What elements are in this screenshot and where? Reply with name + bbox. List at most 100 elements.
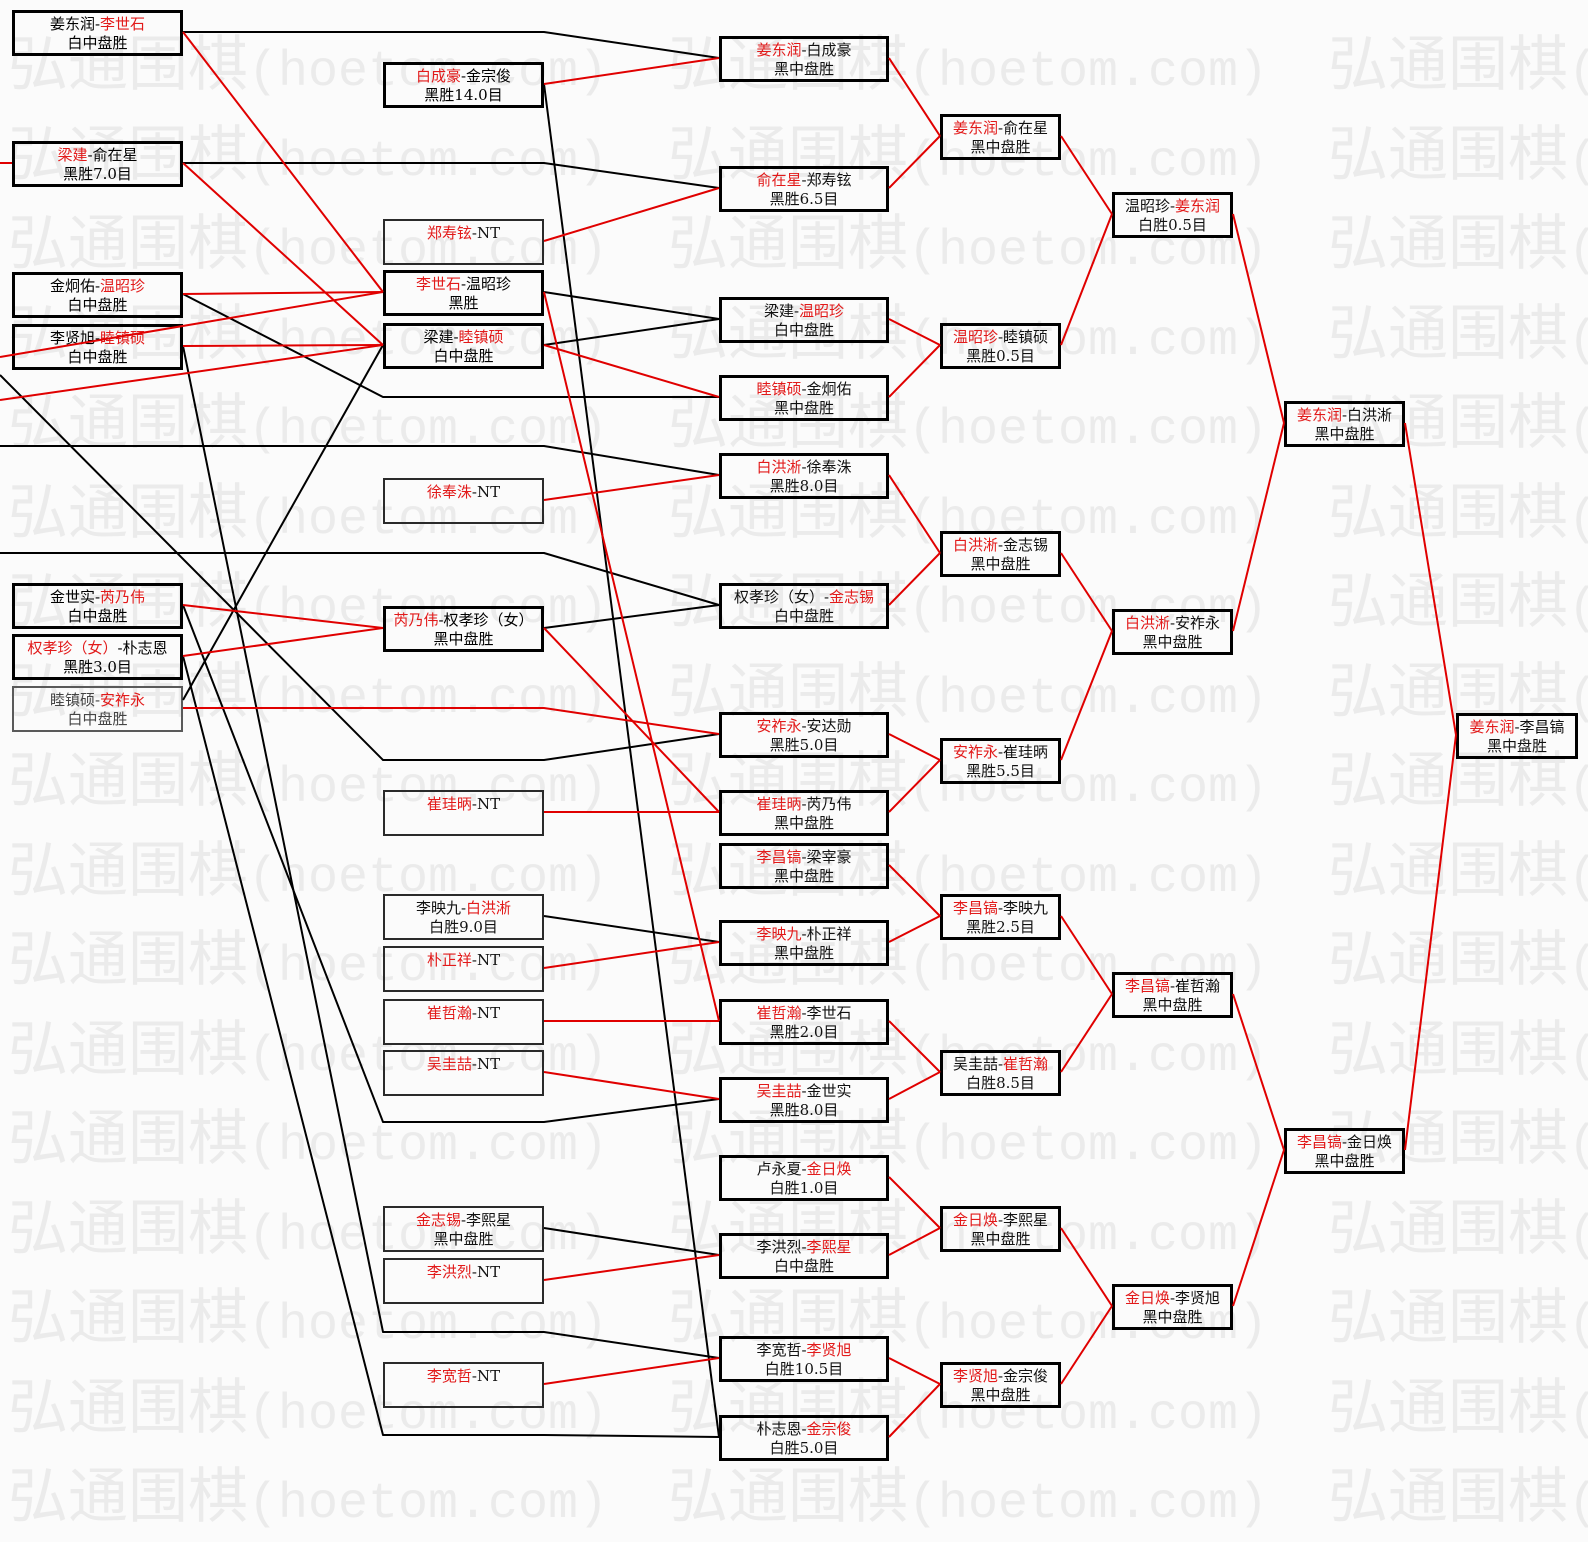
match-result: 白胜10.5目 [764, 1360, 844, 1378]
match-players: 金日焕-李贤旭 [1115, 1289, 1230, 1308]
player-name: 白洪淅 [952, 536, 998, 554]
match-box: 李昌镐-李映九黑胜2.5目 [940, 894, 1061, 940]
player-separator: - [801, 1238, 807, 1256]
player-name: 金志锡 [1003, 536, 1049, 554]
match-result: 黑中盘胜 [773, 944, 834, 962]
match-result: 白胜8.5目 [966, 1074, 1035, 1092]
match-players: 李贤旭-金宗俊 [943, 1367, 1058, 1386]
player-name: 俞在星 [1003, 119, 1049, 137]
watermark-text: 弘通围棋(hoetom.com) [8, 1467, 608, 1542]
player-name: 李映九 [756, 925, 802, 943]
player-name: 安达勋 [806, 717, 852, 735]
match-players: 白成豪-金宗俊 [386, 67, 541, 86]
match-box: 朴正祥-NT [383, 946, 544, 992]
player-name: NT [476, 1367, 501, 1385]
player-separator: - [997, 328, 1004, 346]
player-name: 李世石 [415, 275, 461, 293]
player-name: NT [476, 1055, 501, 1073]
match-box: 崔哲瀚-NT [383, 999, 544, 1045]
player-name: NT [476, 1263, 501, 1281]
player-name: 权孝珍（女） [443, 611, 534, 629]
player-separator: - [801, 1004, 807, 1022]
player-name: 梁建 [423, 328, 454, 346]
player-separator: - [1514, 718, 1520, 736]
player-name: 李熙星 [466, 1211, 512, 1229]
player-name: 李贤旭 [806, 1341, 852, 1359]
match-result: 白胜9.0目 [429, 918, 498, 936]
match-result: 白胜5.0目 [769, 1439, 839, 1457]
player-name: 姜东润 [952, 119, 998, 137]
match-players: 温昭珍-姜东润 [1115, 197, 1230, 216]
match-result: 黑中盘胜 [970, 555, 1031, 573]
player-name: 睦镇硕 [1003, 328, 1049, 346]
match-result: 黑中盘胜 [970, 1386, 1031, 1404]
match-players: 李映九-朴正祥 [722, 925, 886, 944]
player-name: 金炯佑 [49, 277, 95, 295]
match-players: 白洪淅-徐奉洙 [722, 458, 886, 477]
player-name: 安祚永 [756, 717, 802, 735]
match-box: 李映九-白洪淅白胜9.0目 [383, 894, 544, 940]
match-box: 李昌镐-崔哲瀚黑中盘胜 [1112, 972, 1233, 1018]
player-name: 俞在星 [756, 171, 802, 189]
player-name: 李贤旭 [49, 329, 95, 347]
match-players: 李世石-温昭珍 [386, 275, 541, 294]
player-name: 李贤旭 [1175, 1289, 1221, 1307]
match-players: 安祚永-崔珪昞 [943, 743, 1058, 762]
player-name: 李昌镐 [952, 899, 998, 917]
match-box: 白洪淅-徐奉洙黑胜8.0目 [719, 453, 889, 499]
match-result: 黑中盘胜 [773, 814, 834, 832]
match-result: 黑中盘胜 [433, 1230, 494, 1248]
player-name: 郑寿铉 [806, 171, 852, 189]
match-players: 姜东润-李昌镐 [1459, 718, 1575, 737]
match-result: 白中盘胜 [433, 347, 494, 365]
match-result: 黑胜2.0目 [769, 1023, 839, 1041]
match-box: 李昌镐-梁宰豪黑中盘胜 [719, 843, 889, 889]
player-separator: - [801, 717, 807, 735]
player-name: 权孝珍（女） [733, 588, 824, 606]
player-name: 安祚永 [1175, 614, 1221, 632]
match-result: 白中盘胜 [67, 348, 128, 366]
player-name: 睦镇硕 [756, 380, 802, 398]
player-name: 朴志恩 [122, 639, 168, 657]
match-result [385, 1074, 542, 1093]
player-separator: - [997, 1055, 1004, 1073]
player-name: 金志锡 [829, 588, 875, 606]
match-players: 李昌镐-李映九 [943, 899, 1058, 918]
player-separator: - [801, 380, 807, 398]
match-box: 吴圭喆-金世实黑胜8.0目 [719, 1077, 889, 1123]
match-box: 金炯佑-温昭珍白中盘胜 [12, 272, 183, 318]
match-box: 芮乃伟-权孝珍（女）黑中盘胜 [383, 606, 544, 652]
match-result: 白中盘胜 [67, 710, 128, 728]
player-name: 芮乃伟 [393, 611, 439, 629]
player-name: 崔珪昞 [426, 795, 472, 813]
match-result: 黑中盘胜 [773, 60, 834, 78]
match-box: 徐奉洙-NT [383, 478, 544, 524]
player-name: 崔珪昞 [756, 795, 802, 813]
player-name: 崔哲瀚 [756, 1004, 802, 1022]
match-box: 李昌镐-金日焕黑中盘胜 [1284, 1128, 1405, 1174]
player-name: 金宗俊 [1003, 1367, 1049, 1385]
match-box: 权孝珍（女）-朴志恩黑胜3.0目 [12, 634, 183, 680]
player-name: 李昌镐 [1124, 977, 1170, 995]
player-name: NT [476, 951, 501, 969]
player-name: 李洪烈 [756, 1238, 802, 1256]
match-result: 黑胜6.5目 [769, 190, 839, 208]
match-result: 黑胜0.5目 [966, 347, 1035, 365]
match-result: 黑胜2.5目 [966, 918, 1035, 936]
match-result: 白中盘胜 [67, 296, 128, 314]
match-box: 卢永夏-金日焕白胜1.0目 [719, 1155, 889, 1201]
player-separator: - [801, 925, 807, 943]
player-name: 金志锡 [415, 1211, 461, 1229]
match-box: 睦镇硕-安祚永白中盘胜 [12, 686, 183, 732]
player-name: 金日焕 [1124, 1289, 1170, 1307]
player-name: 崔哲瀚 [1175, 977, 1221, 995]
player-separator: - [1169, 1289, 1176, 1307]
player-name: 安祚永 [952, 743, 998, 761]
player-separator: - [471, 224, 477, 242]
match-box: 李贤旭-金宗俊黑中盘胜 [940, 1362, 1061, 1408]
player-name: 白成豪 [806, 41, 852, 59]
watermark-site-name: 弘通围棋 [8, 1462, 248, 1532]
match-box: 李宽哲-NT [383, 1362, 544, 1408]
match-box: 李宽哲-李贤旭白胜10.5目 [719, 1336, 889, 1382]
player-separator: - [460, 275, 467, 293]
